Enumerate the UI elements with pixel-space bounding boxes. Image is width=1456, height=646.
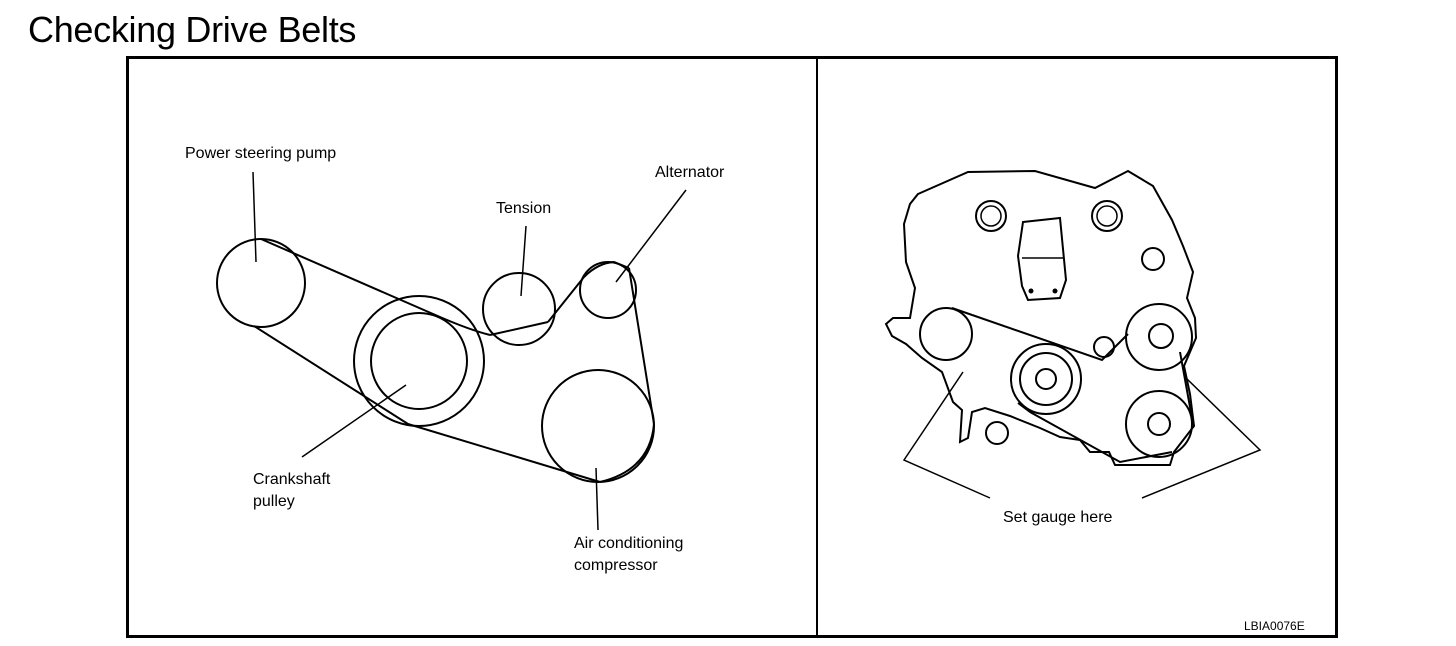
air-conditioning-leader [595,467,599,531]
lower-left-bolt [985,421,1009,445]
right-small-bolt [1141,247,1165,271]
tension-pulley [482,272,556,346]
power-steering-pump-label: Power steering pump [185,145,336,162]
air-conditioning-compressor-pulley [541,369,655,483]
tension-label: Tension [496,200,551,217]
right-idler-pulley [1093,336,1115,358]
upper-right-bolt-inner [1096,205,1118,227]
timing-cover-cap [1016,216,1068,302]
figure-frame [126,56,1338,638]
left-belt-routing-diagram: Power steering pump Tension Alternator C… [185,145,725,574]
tension-leader [520,225,527,297]
gauge-pointer-right [1141,377,1262,499]
air-conditioning-label-line1: Air conditioning [574,535,683,552]
right-ac-compressor-pulley [1125,390,1193,458]
cap-dot-left [1028,288,1034,294]
right-crankshaft-hub [1035,368,1057,390]
crankshaft-pulley-inner [370,312,468,410]
crankshaft-pulley-outer [353,295,485,427]
engine-block-outline [884,169,1198,466]
right-power-steering-pulley [919,307,973,361]
air-conditioning-label-line2: compressor [574,557,658,574]
right-ac-compressor-hub [1147,412,1171,436]
figure-code: LBIA0076E [1244,619,1305,633]
cap-dot-right [1052,288,1058,294]
crankshaft-pulley-label-line1: Crankshaft [253,471,331,488]
set-gauge-here-label: Set gauge here [1003,509,1113,526]
alternator-label: Alternator [655,164,725,181]
right-engine-front-view: Set gauge here [884,169,1262,526]
alternator-leader [615,189,687,283]
page-title: Checking Drive Belts [28,9,357,50]
upper-right-bolt [1091,200,1123,232]
drive-belt [253,238,655,483]
crankshaft-leader [301,384,407,458]
panel-divider [816,59,818,635]
right-drive-belt [951,307,1193,464]
right-crankshaft-pulley-outer [1010,343,1082,415]
upper-left-bolt-inner [980,205,1002,227]
crankshaft-pulley-label-line2: pulley [253,493,295,510]
power-steering-leader [252,171,257,263]
gauge-pointer-left [902,371,991,499]
right-crankshaft-pulley-inner [1019,352,1073,406]
alternator-pulley [579,261,637,319]
upper-left-bolt [975,200,1007,232]
right-alternator-hub [1148,323,1174,349]
